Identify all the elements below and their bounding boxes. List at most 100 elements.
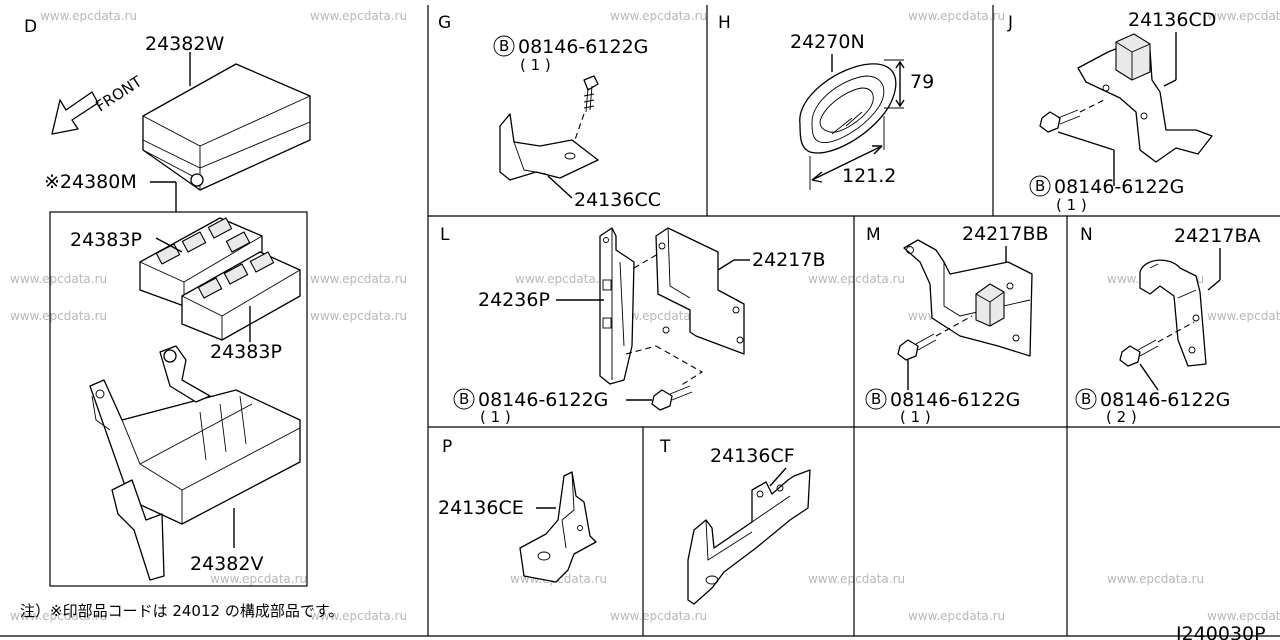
svg-text:B: B [1035, 177, 1045, 195]
fuse-block-bottom-illustration [181, 251, 301, 341]
section-letter-l: L [440, 225, 450, 245]
section-g: G B 08146-6122G ( 1 ) 24136CC [438, 13, 661, 211]
label-cover-24382w: 24382W [145, 33, 224, 55]
footnote: 注）※印部品コードは 24012 の構成部品です。 [20, 602, 343, 620]
qty-bolt-g: ( 1 ) [520, 56, 551, 74]
label-bolt-l: 08146-6122G [478, 389, 608, 411]
section-j: J 24136CD B 08146-6122G ( 1 ) [1007, 9, 1216, 214]
watermark: www.epcdata.ru [310, 272, 407, 286]
watermarks: www.epcdata.ru www.epcdata.ru www.epcdat… [10, 9, 1280, 623]
watermark: www.epcdata.ru [515, 272, 612, 286]
section-n: N 24217BA B 08146-6122G ( 2 ) [1075, 225, 1260, 426]
section-p: P 24136CE [438, 437, 597, 583]
bolt-j-illustration [1039, 109, 1081, 133]
label-bracket-24217ba: 24217BA [1174, 225, 1260, 247]
section-letter-h: H [718, 13, 731, 33]
section-l: L 24217B 24236P [440, 225, 825, 426]
watermark: www.epcdata.ru [10, 609, 107, 623]
label-bracket-24136ce: 24136CE [438, 497, 524, 519]
svg-text:B: B [459, 390, 469, 408]
box-24382v-illustration [89, 345, 301, 581]
bracket-24217bb-illustration [903, 239, 1033, 357]
watermark: www.epcdata.ru [310, 309, 407, 323]
label-fuse-block-bottom: 24383P [210, 341, 282, 363]
label-box-24382v: 24382V [190, 553, 263, 575]
bolt-g-illustration [583, 75, 599, 113]
section-d: D FRONT 24382W ※24380M [20, 17, 343, 620]
holder-24236p-illustration [599, 227, 635, 385]
qty-bolt-j: ( 1 ) [1056, 196, 1087, 214]
watermark: www.epcdata.ru [808, 272, 905, 286]
section-h: H 24270N 79 121.2 [718, 13, 934, 190]
qty-bolt-m: ( 1 ) [900, 408, 931, 426]
watermark: www.epcdata.ru [310, 609, 407, 623]
bolt-l-illustration [651, 385, 693, 411]
cover-24382w-illustration [142, 63, 311, 191]
section-letter-t: T [659, 437, 671, 457]
grommet-24270n-illustration [799, 63, 897, 154]
section-letter-g: G [438, 13, 451, 33]
section-letter-m: M [866, 225, 881, 245]
watermark: www.epcdata.ru [1207, 309, 1280, 323]
label-bracket-24136cc: 24136CC [574, 189, 661, 211]
bracket-24217ba-illustration [1139, 259, 1207, 367]
bolt-n-illustration [1119, 339, 1159, 367]
dimension-width: 121.2 [842, 165, 896, 187]
watermark: www.epcdata.ru [808, 572, 905, 586]
watermark: www.epcdata.ru [10, 309, 107, 323]
watermark: www.epcdata.ru [310, 9, 407, 23]
bolt-symbol-icon: B [1029, 175, 1051, 197]
label-bracket-24136cf: 24136CF [710, 445, 795, 467]
section-letter-p: P [442, 437, 452, 457]
label-fuse-block-top: 24383P [70, 229, 142, 251]
svg-text:B: B [499, 37, 509, 55]
svg-text:B: B [871, 390, 881, 408]
label-holder-24236p: 24236P [478, 289, 550, 311]
section-t: T 24136CF [659, 437, 811, 605]
watermark: www.epcdata.ru [610, 309, 707, 323]
svg-text:B: B [1081, 390, 1091, 408]
section-m: M 24217BB B 08146-6122G ( 1 ) [865, 223, 1049, 426]
front-arrow-icon [51, 91, 99, 135]
section-letter-j: J [1007, 13, 1013, 33]
bracket-24136ce-illustration [519, 471, 597, 583]
label-bolt-m: 08146-6122G [890, 389, 1020, 411]
front-label: FRONT [92, 72, 145, 115]
label-bolt-j: 08146-6122G [1054, 176, 1184, 198]
section-grid [0, 5, 1280, 637]
bolt-symbol-icon: B [865, 388, 887, 410]
bolt-symbol-icon: B [1075, 388, 1097, 410]
watermark: www.epcdata.ru [908, 9, 1005, 23]
label-bolt-g: 08146-6122G [518, 36, 648, 58]
bolt-m-illustration [897, 333, 937, 361]
section-letter-d: D [24, 17, 37, 37]
dimension-height: 79 [910, 71, 934, 93]
label-bracket-24136cd: 24136CD [1128, 9, 1216, 31]
watermark: www.epcdata.ru [1207, 609, 1280, 623]
watermark: www.epcdata.ru [908, 609, 1005, 623]
bracket-24136cf-illustration [687, 469, 811, 605]
qty-bolt-l: ( 1 ) [480, 408, 511, 426]
label-assembly-24380m: ※24380M [44, 171, 137, 193]
label-bracket-24217bb: 24217BB [962, 223, 1049, 245]
watermark: www.epcdata.ru [1107, 572, 1204, 586]
watermark: www.epcdata.ru [40, 9, 137, 23]
bracket-24217b-illustration [655, 227, 745, 355]
bolt-symbol-icon: B [453, 388, 475, 410]
bracket-24136cc-illustration [499, 113, 599, 181]
bolt-symbol-icon: B [493, 35, 515, 57]
watermark: www.epcdata.ru [10, 272, 107, 286]
watermark: www.epcdata.ru [610, 9, 707, 23]
watermark: www.epcdata.ru [610, 609, 707, 623]
label-bracket-24217b: 24217B [752, 249, 825, 271]
watermark: www.epcdata.ru [1207, 9, 1280, 23]
label-bolt-n: 08146-6122G [1100, 389, 1230, 411]
bracket-24136cd-illustration [1077, 33, 1213, 163]
qty-bolt-n: ( 2 ) [1106, 408, 1137, 426]
label-grommet-24270n: 24270N [790, 31, 865, 53]
watermark: www.epcdata.ru [210, 572, 307, 586]
diagram-code: J240030P [1175, 623, 1266, 640]
assembly-frame [49, 211, 308, 587]
section-letter-n: N [1080, 225, 1093, 245]
